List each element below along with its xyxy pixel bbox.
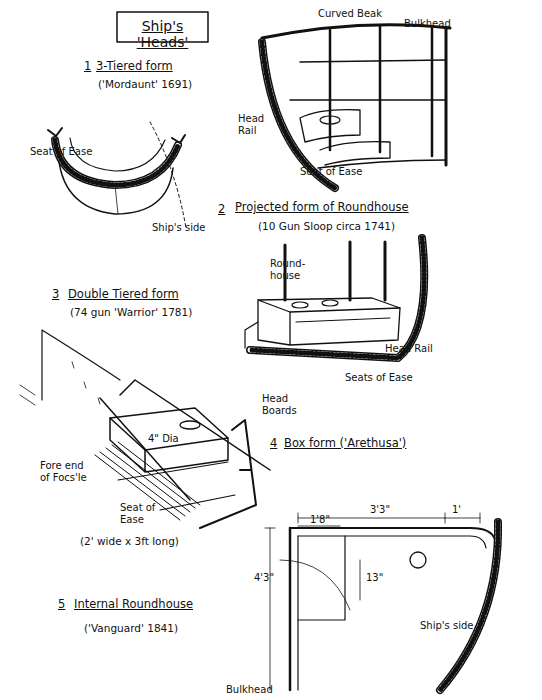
part-label: Bulkhead [226, 684, 296, 696]
part-label: Ship's side [152, 222, 232, 234]
part-label: Head Boards [262, 393, 310, 416]
part-label: Seat of Ease [120, 502, 164, 525]
dimension-label: 4" Dia [148, 433, 188, 445]
callout-number: 2 [218, 203, 232, 216]
part-label: Ship's side [420, 620, 500, 632]
dimension-label: 13" [366, 572, 396, 584]
part-label: Curved Beak [318, 8, 408, 20]
projected-roundhouse [245, 238, 424, 358]
part-label: Head Rail [385, 343, 465, 355]
dimension-label: 1'8" [310, 514, 344, 526]
curved-beak-head [262, 25, 450, 188]
double-tiered-head [20, 330, 270, 528]
part-label: Seats of Ease [345, 372, 445, 384]
part-label: Seat of Ease [300, 166, 380, 178]
figure-heading: 3-Tiered form [96, 60, 206, 73]
part-label: Head Rail [238, 113, 272, 136]
callout-number: 4 [270, 437, 284, 450]
figure-heading: Internal Roundhouse [74, 598, 234, 611]
part-label: Seat of Ease [30, 146, 110, 158]
callout-number: 3 [52, 288, 66, 301]
figure-heading: Box form ('Arethusa') [284, 437, 444, 450]
callout-number: 5 [58, 598, 72, 611]
part-label: Round-house [270, 258, 314, 281]
title: Ship's 'Heads' [117, 18, 208, 50]
figure-subtitle: ('Vanguard' 1841) [84, 622, 224, 634]
three-tiered-head [48, 122, 186, 228]
dimension-label: 1' [452, 504, 472, 516]
figure-heading: Double Tiered form [68, 288, 228, 301]
figure-heading: Projected form of Roundhouse [235, 201, 465, 214]
part-label: Fore end of Focs'le [40, 460, 96, 483]
callout-number: 1 [84, 60, 96, 73]
figure-subtitle: ('Mordaunt' 1691) [98, 78, 218, 90]
figure-subtitle: (74 gun 'Warrior' 1781) [70, 306, 240, 318]
dimension-label: (2' wide x 3ft long) [80, 535, 240, 547]
figure-subtitle: (10 Gun Sloop circa 1741) [258, 220, 458, 232]
internal-roundhouse-plan [265, 513, 498, 690]
dimension-label: 4'3" [254, 572, 284, 584]
dimension-label: 3'3" [370, 504, 410, 516]
part-label: Bulkhead [404, 18, 474, 30]
